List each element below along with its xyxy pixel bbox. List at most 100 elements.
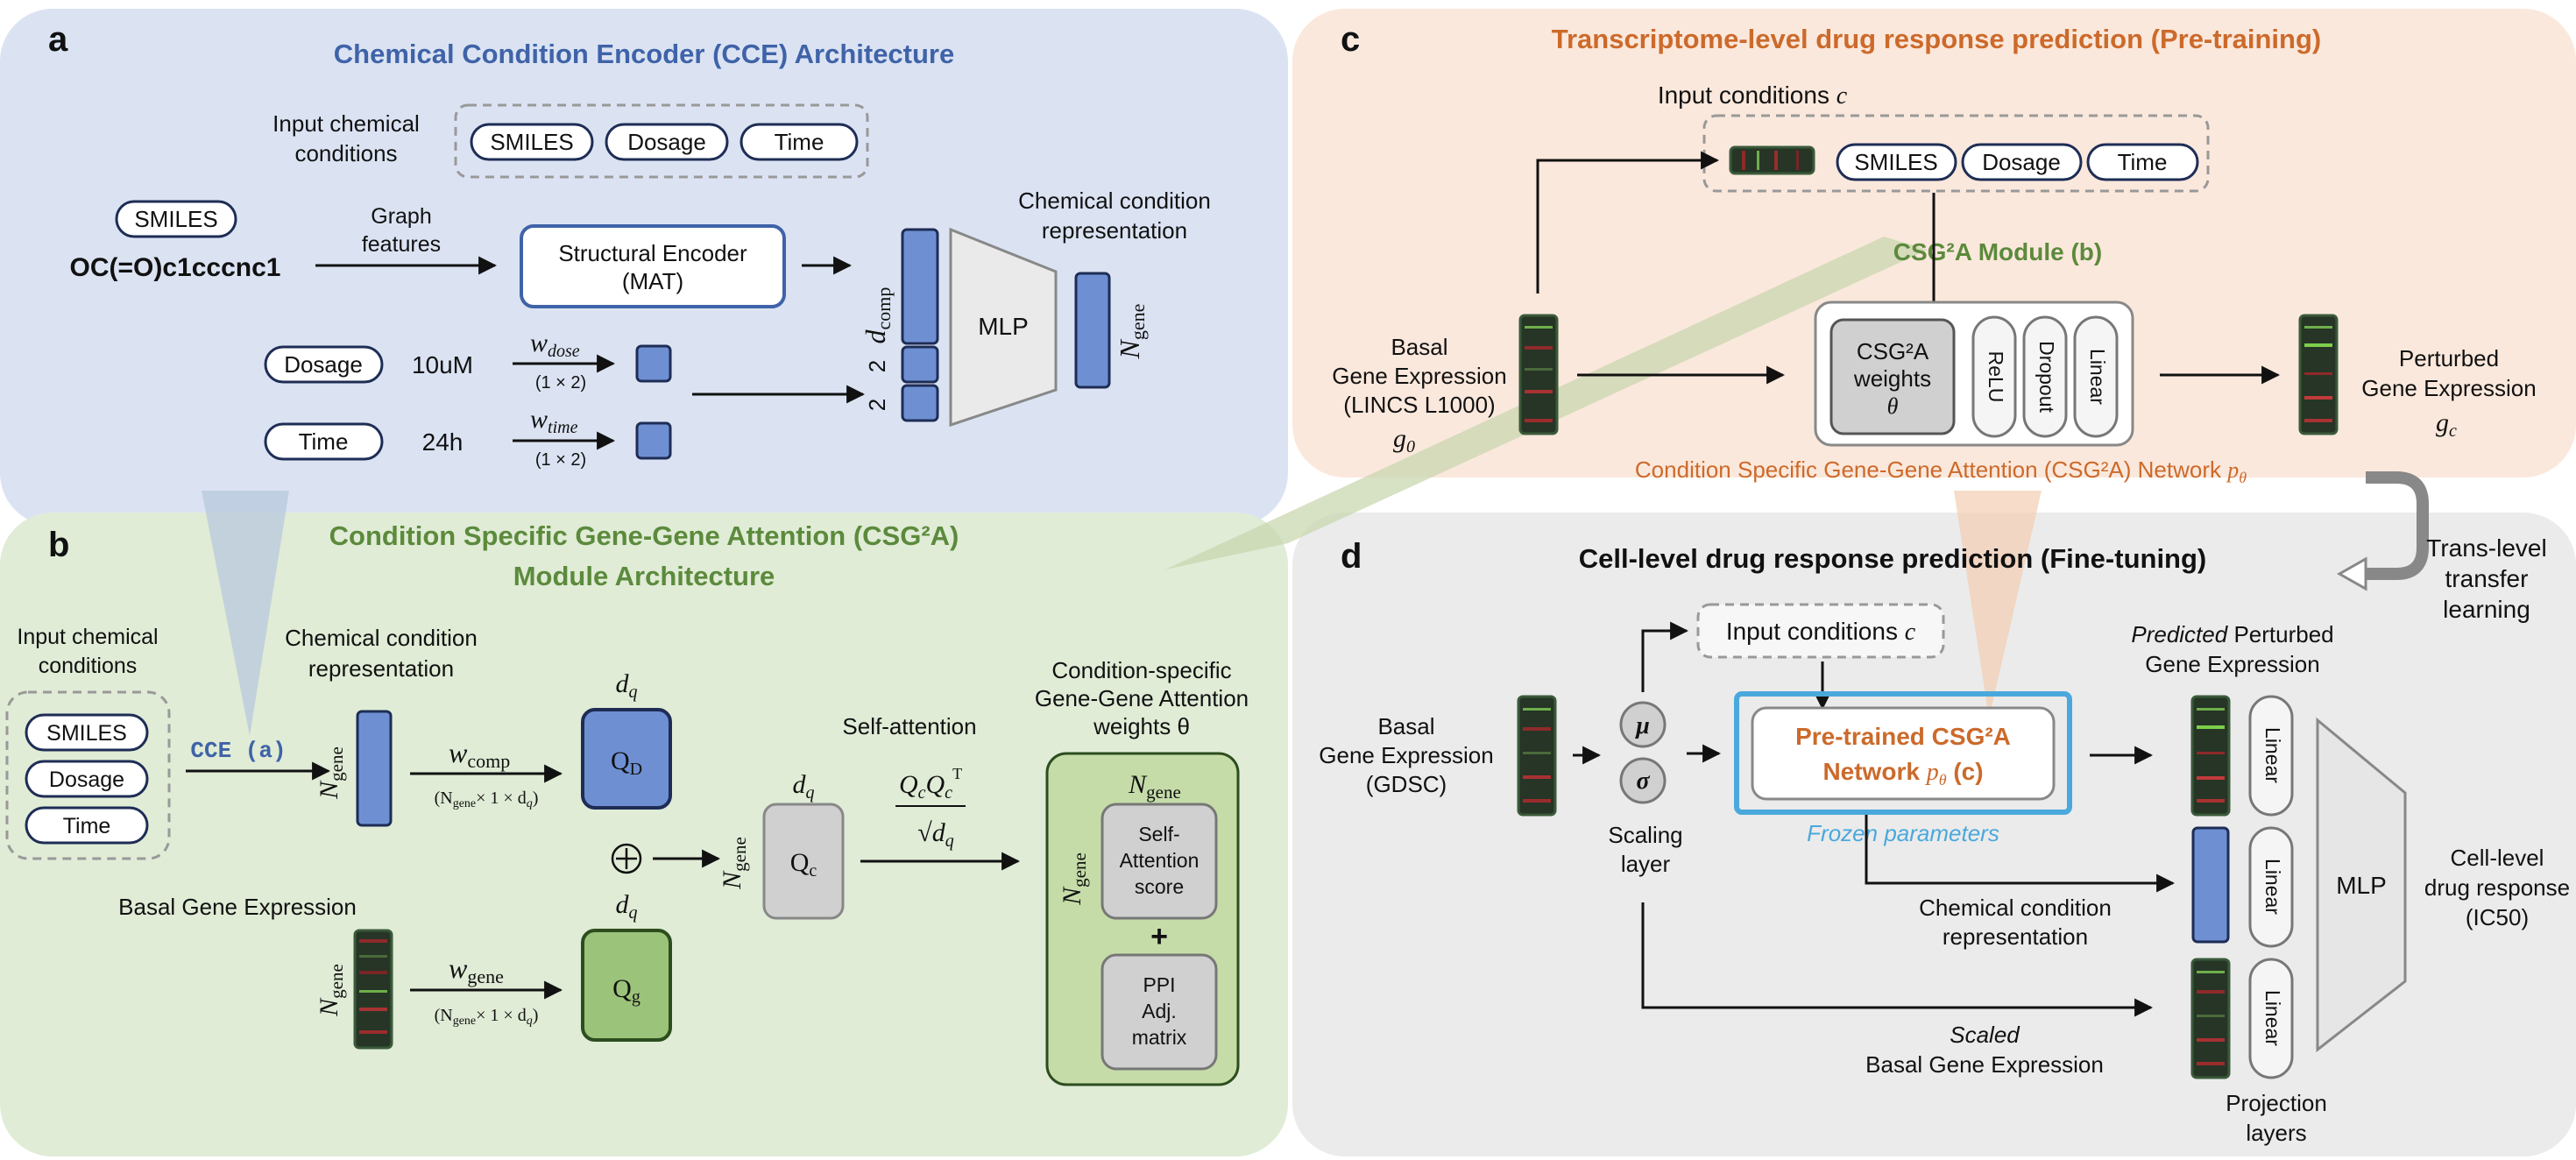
time-vector-block xyxy=(635,421,672,460)
b-input-pill-smiles xyxy=(25,713,149,752)
w-time-dim: (1 × 2) xyxy=(535,450,586,470)
arrow-basal-up-to-input xyxy=(1536,151,1720,294)
dim-two-dose: 2 xyxy=(864,360,890,372)
n-gene-label-a: Ngene xyxy=(1114,304,1149,360)
c-basal-line3: (LINCS L1000) xyxy=(1343,392,1495,418)
projection-linear-1-label: Linear xyxy=(2261,727,2284,783)
self-attention-score-line3: score xyxy=(1135,875,1184,898)
b-basal-gene-vector xyxy=(353,929,393,1050)
c-dropout-label: Dropout xyxy=(2035,341,2058,413)
d-scaled-gene-vector xyxy=(2190,958,2231,1079)
panel-d-letter: d xyxy=(1341,537,1362,576)
projection-linear-2-label: Linear xyxy=(2261,859,2284,915)
d-chem-rep-vector xyxy=(2191,826,2230,944)
qd-label: QD xyxy=(611,746,642,779)
c-network-caption: Condition Specific Gene-Gene Attention (… xyxy=(1635,456,2247,486)
b-n-gene-label-chem: Ngene xyxy=(315,746,347,800)
smiles-string: OC(=O)c1cccnc1 xyxy=(70,253,281,282)
time-value: 24h xyxy=(422,428,464,456)
mu-node xyxy=(1619,701,1667,748)
input-pill-time-label: Time xyxy=(775,129,824,155)
c-basal-line2: Gene Expression xyxy=(1332,363,1506,389)
b-input-dashed-box xyxy=(5,690,171,860)
oplus-symbol xyxy=(611,843,642,874)
projection-linear-3-label: Linear xyxy=(2261,990,2284,1046)
smiles-tag xyxy=(115,200,237,238)
transfer-arrow xyxy=(2366,471,2429,580)
out-title-line3: weights θ xyxy=(1093,713,1190,739)
d-chem-rep-line1: Chemical condition xyxy=(1919,895,2112,921)
d-basal-gene-vector xyxy=(1517,695,1557,817)
predicted-line1: Predicted Perturbed xyxy=(2131,621,2333,647)
projection-linear-3 xyxy=(2248,958,2294,1079)
mlp-trapezoid-d xyxy=(2316,717,2407,1053)
gc-label: gc xyxy=(2436,408,2457,441)
c-basal-gene-vector xyxy=(1518,314,1559,435)
w-gene-label: wgene xyxy=(449,952,504,987)
b-input-pill-dosage-label: Dosage xyxy=(49,767,124,792)
c-input-pill-smiles-label: SMILES xyxy=(1854,149,1937,175)
dosage-value: 10uM xyxy=(412,351,473,378)
callout-pretrained-wedge xyxy=(1954,491,2042,718)
out-title-line1: Condition-specific xyxy=(1051,657,1231,683)
rep-label-line1: Chemical condition xyxy=(1018,187,1211,214)
qg-box xyxy=(581,929,672,1042)
csg2a-module-label: CSG²A Module (b) xyxy=(1893,238,2102,265)
projection-line1: Projection xyxy=(2226,1090,2327,1116)
attention-fraction-denominator: √dq xyxy=(917,818,953,851)
b-chem-rep-line2: representation xyxy=(308,655,454,682)
dq-label-qc: dq xyxy=(793,770,815,803)
structural-encoder-line2: (MAT) xyxy=(622,268,683,294)
c-linear-layer xyxy=(2073,315,2119,438)
d-basal-line2: Gene Expression xyxy=(1319,742,1493,768)
pretrained-line1: Pre-trained CSG²A xyxy=(1795,723,2011,750)
input-pill-smiles xyxy=(470,123,594,161)
input-conditions-dashed-box xyxy=(454,103,869,179)
dose-vector-block xyxy=(635,344,672,383)
d-basal-line3: (GDSC) xyxy=(1366,771,1447,797)
c-weights-box xyxy=(1829,318,1956,435)
weights-n-gene-top: Ngene xyxy=(1128,770,1181,803)
w-comp-label: wcomp xyxy=(449,737,510,772)
c-perturbed-line2: Gene Expression xyxy=(2361,375,2536,401)
mu-label: μ xyxy=(1634,712,1650,739)
dosage-tag-label: Dosage xyxy=(284,351,363,378)
panel-b-letter: b xyxy=(48,526,69,564)
input-chemical-label-line2: conditions xyxy=(294,140,397,166)
scaling-line1: Scaling xyxy=(1608,822,1682,848)
scaling-line2: layer xyxy=(1621,851,1671,877)
w-comp-dim: (Ngene× 1 × dq) xyxy=(435,789,539,810)
projection-line2: layers xyxy=(2246,1120,2306,1146)
graph-features-line1: Graph xyxy=(371,204,431,229)
pretrained-network-box xyxy=(1751,706,2056,801)
g0-label: g0 xyxy=(1393,424,1415,456)
b-basal-label: Basal Gene Expression xyxy=(118,894,357,920)
c-weights-line1: CSG²A xyxy=(1857,338,1929,364)
w-time-label: wtime xyxy=(530,405,578,437)
b-n-gene-label-basal: Ngene xyxy=(315,964,347,1017)
ppi-line1: PPI xyxy=(1143,973,1175,996)
ppi-line3: matrix xyxy=(1132,1026,1187,1049)
projection-linear-2 xyxy=(2248,826,2294,948)
output-line1: Cell-level xyxy=(2451,845,2544,871)
panel-c-title: Transcriptome-level drug response predic… xyxy=(1552,24,2322,54)
arrow-scaling-to-scaled xyxy=(1641,902,2154,1017)
b-input-pill-time xyxy=(25,806,149,845)
c-weights-line3: θ xyxy=(1887,393,1899,419)
input-chemical-label-line1: Input chemical xyxy=(272,110,420,137)
transfer-arrow-head xyxy=(2336,556,2367,591)
qd-box xyxy=(581,708,672,810)
c-input-pill-dosage xyxy=(1961,143,2083,181)
ppi-line2: Adj. xyxy=(1142,1000,1177,1022)
w-dose-dim: (1 × 2) xyxy=(535,373,586,393)
ppi-matrix-box xyxy=(1100,953,1218,1071)
c-perturbed-line1: Perturbed xyxy=(2399,345,2499,371)
arrow-pretrained-to-chemrep xyxy=(1865,815,2176,893)
cce-ref-label: CCE (a) xyxy=(190,738,286,764)
predicted-line2: Gene Expression xyxy=(2145,651,2319,677)
sigma-node xyxy=(1619,757,1667,804)
chem-rep-vector-a xyxy=(1074,272,1111,389)
attention-fraction-numerator: QcQcT xyxy=(899,765,962,803)
panel-c-letter: c xyxy=(1341,20,1360,59)
